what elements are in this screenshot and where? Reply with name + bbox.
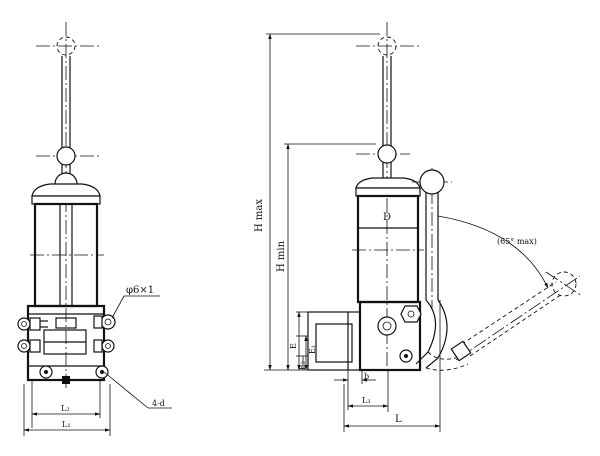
front-right-fitting-lower bbox=[93, 339, 115, 353]
label-E1: E₁ bbox=[308, 345, 317, 354]
front-knob-raised bbox=[56, 36, 76, 56]
side-knob-raised bbox=[377, 36, 397, 56]
label-L2: L₂ bbox=[61, 404, 70, 413]
label-D: D bbox=[383, 212, 391, 223]
side-nut-upper bbox=[400, 305, 422, 323]
front-right-fitting-upper bbox=[93, 314, 116, 330]
front-4d-leader bbox=[103, 371, 149, 409]
label-L3: L₃ bbox=[362, 396, 371, 405]
label-angle: (65° max) bbox=[497, 237, 537, 246]
front-drain-plug bbox=[62, 376, 70, 384]
side-lever-curve-inner bbox=[425, 299, 448, 369]
side-reservoir-cap bbox=[355, 177, 421, 189]
side-mount-window bbox=[315, 323, 353, 363]
side-lever-swung-arm-b bbox=[469, 293, 563, 357]
label-H-min: H min bbox=[276, 240, 287, 272]
label-phi: φ6×1 bbox=[126, 285, 154, 296]
label-L1: L₁ bbox=[62, 420, 71, 429]
side-knob-mid bbox=[377, 144, 397, 164]
side-lever-swung-base bbox=[427, 351, 463, 360]
front-reservoir-cap bbox=[31, 183, 101, 197]
label-E: E bbox=[289, 343, 298, 349]
front-view: φ6×1 4-d L₂ L₁ bbox=[17, 22, 172, 436]
side-view: D (65° max) bbox=[254, 22, 583, 432]
front-base-top-boss bbox=[55, 317, 77, 329]
side-lever-swung-arm-a bbox=[461, 281, 557, 345]
label-E2: E₂ bbox=[298, 361, 307, 370]
label-H-max: H max bbox=[254, 199, 265, 232]
label-four-d: 4-d bbox=[152, 399, 165, 408]
front-left-fitting-lower bbox=[17, 339, 41, 353]
side-lever-swung-clamp bbox=[450, 340, 472, 362]
side-lever-swung-knob bbox=[551, 271, 577, 297]
front-knob-mid bbox=[56, 146, 76, 166]
side-lever-curve-outer bbox=[415, 299, 437, 365]
side-reservoir-rim bbox=[355, 187, 421, 197]
side-lever-knob bbox=[419, 169, 445, 195]
label-L: L bbox=[395, 414, 402, 425]
side-center-fitting bbox=[377, 316, 397, 336]
label-b: b bbox=[364, 372, 369, 381]
front-phi-leader bbox=[111, 295, 125, 319]
front-reservoir-rim bbox=[31, 195, 101, 205]
angle-arc bbox=[437, 215, 549, 289]
front-left-fitting-upper bbox=[17, 317, 48, 331]
